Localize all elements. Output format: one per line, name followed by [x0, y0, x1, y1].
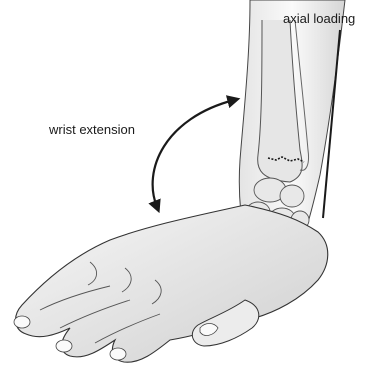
wrist-extension-label: wrist extension	[48, 122, 135, 137]
axial-loading-label: axial loading	[283, 11, 355, 26]
hand	[16, 205, 328, 362]
curved-arrow-icon	[153, 100, 234, 207]
